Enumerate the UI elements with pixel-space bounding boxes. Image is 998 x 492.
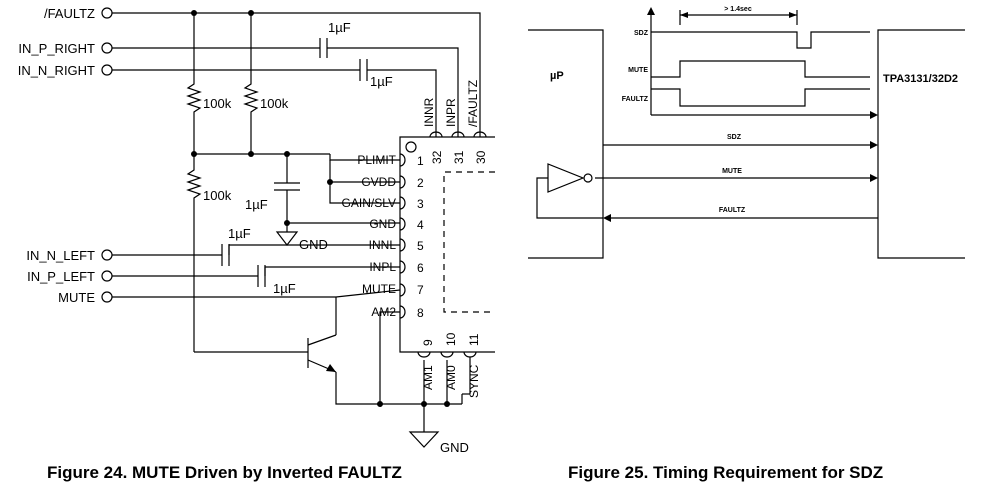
device-block: [877, 29, 965, 259]
mute-wire: [112, 289, 401, 298]
pin1-marker: [405, 141, 417, 153]
in-p-left-terminal: [101, 270, 113, 282]
signal-faultz-label: FAULTZ: [719, 207, 746, 214]
ic-body: [399, 136, 495, 353]
mcu-block: [528, 29, 604, 259]
wave-faultz: [651, 88, 870, 107]
faultz-terminal: [101, 7, 113, 19]
pin-num-3: 3: [417, 197, 424, 211]
wave-faultz-label: FAULTZ: [622, 96, 649, 103]
in-n-right-terminal: [101, 64, 113, 76]
in-p-left-label: IN_P_LEFT: [27, 269, 95, 284]
pin-num-4: 4: [417, 218, 424, 232]
resistor-2: [243, 80, 259, 154]
bottom-pin-num-11: 11: [467, 333, 481, 346]
ic-continuation: [443, 171, 495, 313]
inverter-bubble: [583, 173, 593, 183]
bottom-pin-name-sync: SYNC: [467, 364, 481, 398]
res-2-value: 100k: [260, 96, 289, 111]
in-n-left-label: IN_N_LEFT: [26, 248, 95, 263]
figure-25-caption: Figure 25. Timing Requirement for SDZ: [568, 463, 883, 482]
wave-mute: [651, 60, 870, 78]
faultz-input-label: /FAULTZ: [44, 6, 95, 21]
res-3-value: 100k: [203, 188, 232, 203]
cap-gvdd-value: 1µF: [245, 197, 268, 212]
in-p-right-terminal: [101, 42, 113, 54]
timing-note: > 1.4sec: [724, 6, 752, 13]
in-p-right-label: IN_P_RIGHT: [18, 41, 95, 56]
cap-left-n-value: 1µF: [228, 226, 251, 241]
figure-25: µP TPA3131/32D2 > 1.4sec SDZ MUTE FAULTZ…: [528, 6, 965, 482]
wave-sdz-label: SDZ: [634, 30, 649, 37]
bottom-pin-num-9: 9: [421, 339, 435, 346]
faultz-wire: [112, 12, 481, 137]
mute-terminal: [101, 291, 113, 303]
pin-num-6: 6: [417, 261, 424, 275]
pin-name-1: PLIMIT: [357, 153, 396, 167]
pin-name-8: AM2: [371, 305, 396, 319]
mute-input-label: MUTE: [58, 290, 95, 305]
figure-24: /FAULTZ IN_P_RIGHT IN_N_RIGHT IN_N_LEFT …: [18, 6, 495, 482]
mcu-label: µP: [550, 70, 564, 82]
figure-24-caption: Figure 24. MUTE Driven by Inverted FAULT…: [47, 463, 402, 482]
pin-num-8: 8: [417, 306, 424, 320]
inverter-symbol: [547, 163, 585, 193]
pin-num-2: 2: [417, 176, 424, 190]
signal-mute-label: MUTE: [722, 168, 742, 175]
cap-left-p-value: 1µF: [273, 281, 296, 296]
pin-num-5: 5: [417, 239, 424, 253]
cap-right-p-value: 1µF: [328, 20, 351, 35]
pin-name-5: INNL: [369, 238, 397, 252]
gnd-symbol-2: [408, 431, 440, 448]
in-n-right-label: IN_N_RIGHT: [18, 63, 95, 78]
top-pin-name-30: /FAULTZ: [466, 80, 480, 127]
cap-right-n-value: 1µF: [370, 74, 393, 89]
transistor-emitter-arrow: [326, 364, 336, 372]
device-label: TPA3131/32D2: [883, 73, 958, 85]
pin-name-4: GND: [369, 217, 396, 231]
pin-num-7: 7: [417, 283, 424, 297]
res-1-value: 100k: [203, 96, 232, 111]
top-pin-labels: INNR INPR /FAULTZ 32 31 30: [422, 80, 488, 164]
pin-name-2: GVDD: [361, 175, 396, 189]
pin-num-1: 1: [417, 154, 424, 168]
signal-sdz-label: SDZ: [727, 134, 742, 141]
pin-name-3: GAIN/SLV: [342, 196, 396, 210]
top-pin-num-30: 30: [474, 150, 488, 164]
resistor-3: [186, 154, 202, 352]
bottom-pin-name-am1: AM1: [421, 365, 435, 390]
gnd-symbol-1: [275, 231, 299, 246]
resistor-1: [186, 80, 202, 154]
wave-mute-label: MUTE: [628, 67, 648, 74]
pin-name-6: INPL: [369, 260, 396, 274]
left-pin-labels: PLIMIT GVDD GAIN/SLV GND INNL INPL MUTE …: [342, 153, 424, 320]
bottom-pin-name-am0: AM0: [444, 365, 458, 390]
pin-name-7: MUTE: [362, 282, 396, 296]
bottom-pin-num-10: 10: [444, 332, 458, 346]
top-pin-num-31: 31: [452, 150, 466, 164]
inverter-input-wire: [536, 177, 603, 219]
bottom-pin-labels: 9 10 11 AM1 AM0 SYNC: [421, 332, 481, 398]
top-pin-name-32: INNR: [422, 97, 436, 127]
wave-sdz: [651, 31, 870, 49]
in-n-left-terminal: [101, 249, 113, 261]
top-pin-name-31: INPR: [444, 98, 458, 127]
top-pin-num-32: 32: [430, 150, 444, 164]
gnd-2-label: GND: [440, 440, 469, 455]
